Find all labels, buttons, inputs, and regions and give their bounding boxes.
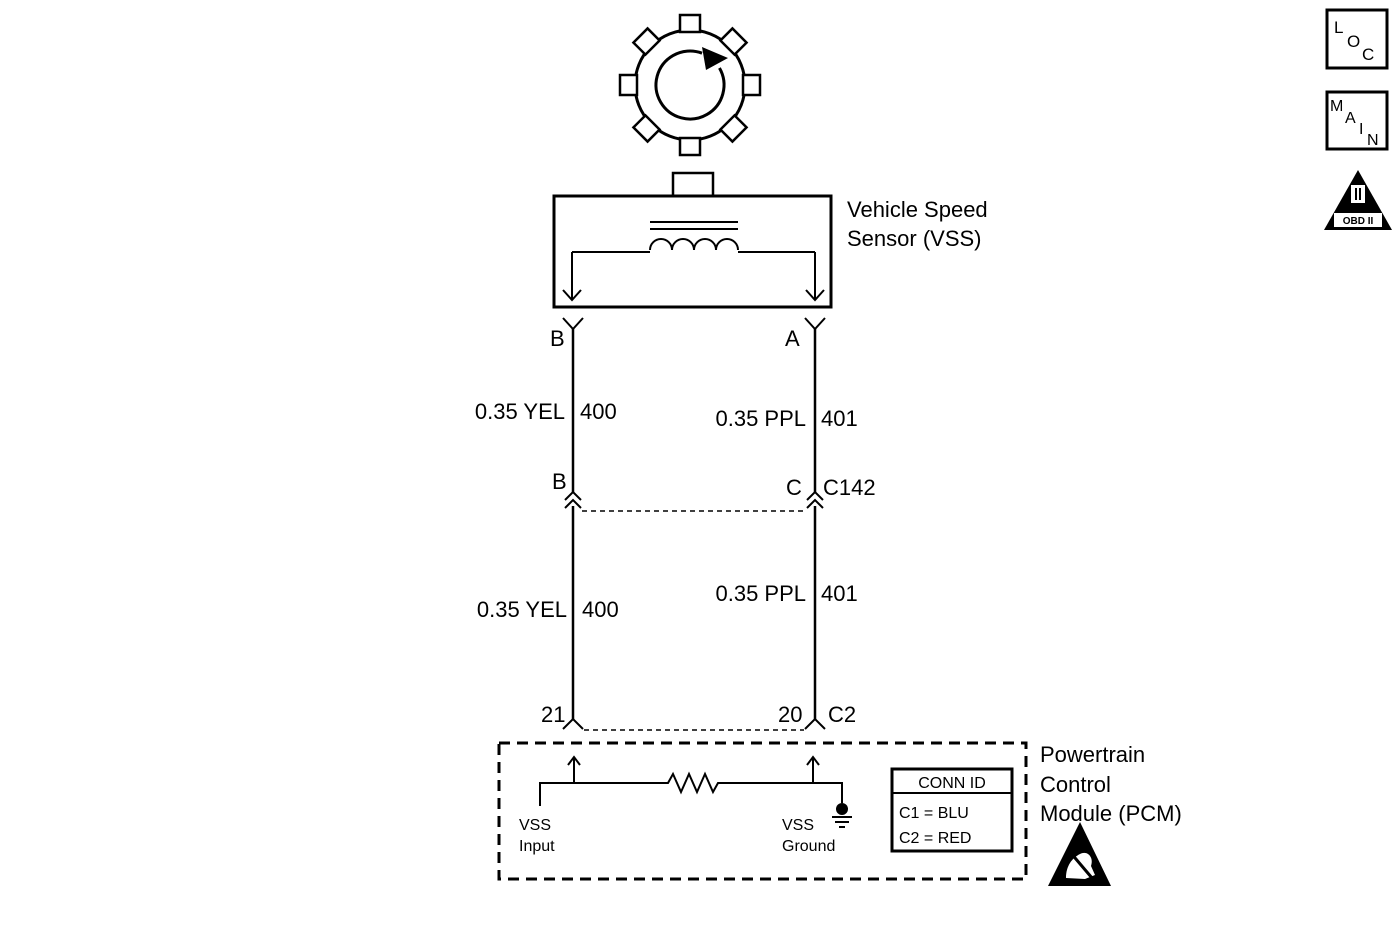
wire-400-lower-circuit: 400: [582, 597, 619, 622]
wheel-tooth: [741, 73, 762, 97]
main-letter-n: N: [1367, 132, 1379, 149]
main-letter-m: M: [1330, 98, 1343, 115]
coil-icon: [562, 221, 825, 302]
wheel-tooth: [631, 113, 662, 144]
ground-icon: [832, 816, 852, 828]
conn-id-title: CONN ID: [918, 775, 986, 792]
pcm-pin-21-label: 21: [541, 702, 565, 727]
obd-ii-icon[interactable]: [1324, 170, 1392, 230]
wire-401-lower-circuit: 401: [821, 581, 858, 606]
sensor-pin-a-label: A: [785, 326, 800, 351]
esd-sensitive-icon: [1048, 822, 1111, 886]
wire-400-upper-circuit: 400: [580, 399, 617, 424]
c142-id-label: C142: [823, 475, 876, 500]
loc-letter-c: C: [1362, 45, 1374, 64]
wire-400-lower-color: 0.35 YEL: [477, 597, 567, 622]
pcm-name-line2: Control: [1040, 772, 1111, 797]
connector-c142: [564, 490, 824, 512]
sensor-name-line1: Vehicle Speed: [847, 197, 988, 222]
sensor-pin-a: [804, 317, 826, 331]
ground-node-icon: [836, 803, 848, 815]
pcm-internal-circuit: [539, 755, 852, 828]
vss-input-label-line1: VSS: [519, 817, 551, 834]
wheel-tooth: [678, 13, 702, 34]
wire-401-upper-circuit: 401: [821, 406, 858, 431]
main-letter-a: A: [1345, 110, 1356, 127]
wire-400-upper-color: 0.35 YEL: [475, 399, 565, 424]
pcm-connector-id: C2: [828, 702, 856, 727]
main-letter-i: I: [1359, 121, 1363, 138]
main-icon[interactable]: [1325, 90, 1389, 151]
wire-401-upper-color: 0.35 PPL: [715, 406, 806, 431]
conn-id-row2: C2 = RED: [899, 830, 971, 847]
pcm-pin-20-label: 20: [778, 702, 802, 727]
sensor-stem: [671, 171, 715, 199]
loc-letter-l: L: [1334, 18, 1343, 37]
reluctor-wheel-icon: [618, 13, 762, 157]
loc-letter-o: O: [1347, 32, 1360, 51]
pcm-box: [497, 741, 1028, 881]
connector-c2: [562, 717, 826, 731]
wire-401-lower-color: 0.35 PPL: [715, 581, 806, 606]
obd-ii-label: OBD II: [1343, 216, 1374, 227]
wheel-tooth: [718, 113, 749, 144]
c142-pin-b-label: B: [552, 469, 567, 494]
conn-id-table: [890, 767, 1014, 853]
resistor-icon: [539, 771, 843, 806]
vss-input-label-line2: Input: [519, 838, 555, 855]
loc-icon[interactable]: [1325, 8, 1389, 70]
wheel-tooth: [618, 73, 639, 97]
pcm-name-line3: Module (PCM): [1040, 801, 1182, 826]
c142-pin-c-label: C: [786, 475, 802, 500]
vss-ground-label-line1: VSS: [782, 817, 814, 834]
vss-ground-label-line2: Ground: [782, 838, 835, 855]
conn-id-row1: C1 = BLU: [899, 805, 969, 822]
rotation-arrow-icon: [702, 47, 728, 70]
wheel-tooth: [678, 136, 702, 157]
wheel-tooth: [631, 26, 662, 57]
wheel-tooth: [718, 26, 749, 57]
sensor-pin-b: [562, 317, 584, 331]
sensor-name-line2: Sensor (VSS): [847, 226, 982, 251]
pcm-name-line1: Powertrain: [1040, 742, 1145, 767]
sensor-pin-b-label: B: [550, 326, 565, 351]
